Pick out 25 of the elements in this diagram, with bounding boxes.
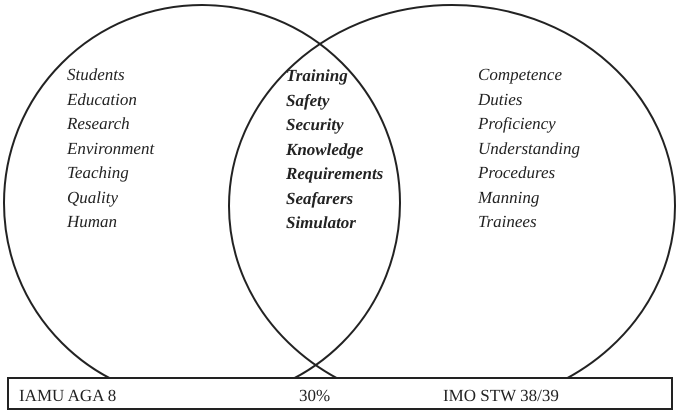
shared-term-label: Training [286,66,348,86]
term-label: Research [67,114,130,134]
term-label: Proficiency [478,114,556,134]
term-label: Quality [67,188,118,208]
shared-term-label: Security [286,115,344,135]
term-label: Teaching [67,163,129,183]
term-label: Understanding [478,138,580,158]
shared-term-label: Safety [286,90,330,110]
source-text: 30% [299,386,330,406]
shared-term-label: Seafarers [286,188,354,208]
term-label: Education [67,90,137,110]
term-label: Students [67,65,125,85]
source-bar [7,377,673,410]
source-text: IMO STW 38/39 [443,386,559,406]
term-label: Trainees [478,212,537,232]
shared-term-label: Simulator [286,213,356,233]
term-label: Manning [478,188,540,208]
term-label: Competence [478,65,562,85]
term-label: Human [67,212,118,232]
term-label: Duties [478,90,522,110]
term-label: Procedures [478,163,556,183]
source-text: IAMU AGA 8 [19,386,116,406]
shared-term-label: Knowledge [286,140,364,160]
term-label: Environment [67,138,154,158]
shared-term-label: Requirements [286,164,384,184]
